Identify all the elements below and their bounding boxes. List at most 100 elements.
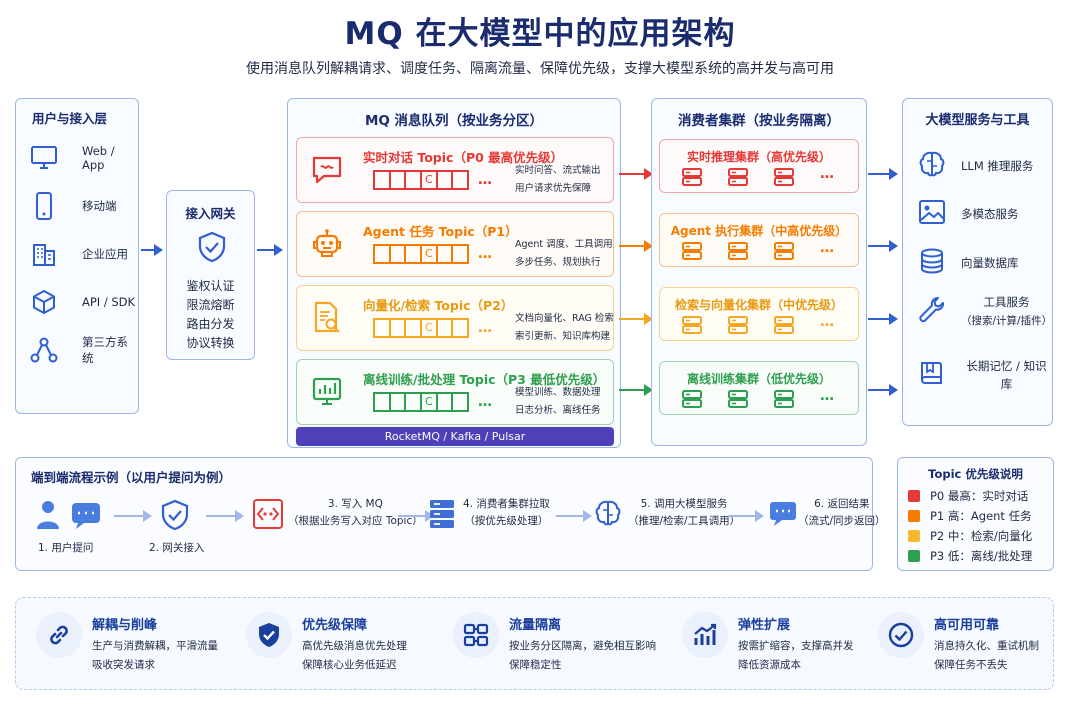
- user-item-label: 企业应用: [82, 247, 128, 261]
- queue-dots: …: [478, 172, 493, 188]
- page-title: MQ 在大模型中的应用架构: [344, 16, 736, 52]
- gateway-item: 路由分发: [186, 317, 235, 331]
- consumer-dots: …: [820, 240, 834, 256]
- feature-desc: 按需扩缩容，支撑高并发: [738, 640, 854, 652]
- growth-chart-icon: [682, 612, 728, 658]
- legend-swatch: [908, 530, 920, 542]
- flow-step-sub: （推理/检索/工具调用）: [628, 515, 741, 527]
- server-icon: [682, 316, 702, 334]
- service-label: 向量数据库: [961, 256, 1019, 270]
- brain-chip-icon: [917, 149, 947, 183]
- flow-step-label: 5. 调用大模型服务（推理/检索/工具调用）: [628, 496, 740, 530]
- consumer-name: 实时推理集群（高优先级）: [686, 150, 831, 164]
- queue-bar: C: [373, 244, 469, 264]
- consumer-dots: …: [820, 166, 834, 182]
- server-icon: [728, 168, 748, 186]
- user-item-label: Web / App: [82, 144, 115, 172]
- chat-icon: [309, 152, 345, 188]
- feature-desc: 降低资源成本: [738, 659, 801, 671]
- feature-desc: 高优先级消息优先处理: [302, 640, 407, 652]
- shield-check-icon: [160, 499, 190, 535]
- server-icon: [728, 390, 748, 408]
- user-item-api: API / SDK: [30, 285, 135, 319]
- chat-bubble-icon: [768, 500, 798, 532]
- service-sublabel: （搜索/计算/插件）: [961, 315, 1053, 327]
- flow-step-label: 6. 返回结果（流式/同步返回）: [798, 496, 886, 530]
- server-icon: [728, 242, 748, 260]
- arrow-topic-p3-to-consumer: [619, 384, 653, 396]
- users-panel-title: 用户与接入层: [32, 111, 108, 126]
- monitor-icon: [30, 144, 58, 172]
- server-icon: [682, 390, 702, 408]
- mq-panel: MQ 消息队列（按业务分区） 实时对话 Topic（P0 最高优先级） C … …: [287, 98, 621, 448]
- feature-priority: 优先级保障 高优先级消息优先处理 保障核心业务低延迟: [246, 612, 451, 692]
- flow-step-title: 3. 写入 MQ: [327, 498, 383, 510]
- user-item-web: Web / App: [30, 141, 138, 175]
- queue-dots: …: [478, 246, 493, 262]
- flow-step-label: 4. 消费者集群拉取（按优先级处理）: [463, 496, 550, 530]
- service-multimodal: 多模态服务: [917, 198, 1019, 230]
- topic-desc: 日志分析、离线任务: [515, 405, 601, 416]
- page-subtitle: 使用消息队列解耦请求、调度任务、隔离流量、保障优先级，支撑大模型系统的高并发与高…: [246, 61, 834, 77]
- flow-arrow: [728, 510, 764, 522]
- flow-title: 端到端流程示例（以用户提问为例）: [31, 470, 232, 485]
- legend-swatch: [908, 490, 920, 502]
- arrow-topic-p1-to-consumer: [619, 240, 653, 252]
- gateway-panel: 接入网关 鉴权认证 限流熔断 路由分发 协议转换: [166, 190, 255, 360]
- feature-desc: 按业务分区隔离，避免相互影响: [509, 640, 656, 652]
- mq-panel-title: MQ 消息队列（按业务分区）: [364, 113, 544, 129]
- service-vectordb: 向量数据库: [917, 247, 1019, 279]
- consumer-dots: …: [820, 314, 834, 330]
- legend-label: P3 低：离线/批处理: [930, 549, 1033, 563]
- flow-arrow: [556, 510, 592, 522]
- legend-title: Topic 优先级说明: [928, 467, 1023, 481]
- arrow-consumer-to-service: [868, 168, 898, 180]
- cube-icon: [30, 288, 58, 316]
- services-panel: 大模型服务与工具 LLM 推理服务 多模态服务 向量数据库 工具服务（搜索/计算…: [902, 98, 1053, 426]
- book-icon: [917, 359, 947, 391]
- feature-reliability: 高可用可靠 消息持久化、重试机制 保障任务不丢失: [878, 612, 1048, 692]
- users-panel: 用户与接入层 Web / App 移动端 企业应用 API / SDK 第三方系…: [15, 98, 139, 414]
- topic-desc: 文档向量化、RAG 检索: [515, 313, 614, 324]
- user-item-enterprise: 企业应用: [30, 237, 128, 271]
- queue-bar: C: [373, 392, 469, 412]
- priority-legend: Topic 优先级说明 P0 最高：实时对话 P1 高：Agent 任务 P2 …: [897, 457, 1054, 571]
- database-icon: [917, 247, 947, 279]
- service-llm: LLM 推理服务: [917, 149, 1033, 183]
- brain-chip-icon: [593, 498, 623, 532]
- topic-p3: 离线训练/批处理 Topic（P3 最低优先级） C … 模型训练、数据处理 日…: [296, 359, 614, 425]
- topic-p2: 向量化/检索 Topic（P2） C … 文档向量化、RAG 检索 索引更新、知…: [296, 285, 614, 351]
- flow-step-title: 4. 消费者集群拉取: [463, 498, 550, 510]
- legend-item-p2: P2 中：检索/向量化: [908, 528, 1032, 544]
- check-circle-icon: [878, 612, 924, 658]
- queue-dots: …: [478, 320, 493, 336]
- arrow-topic-p2-to-consumer: [619, 313, 653, 325]
- flow-step-label: 2. 网关接入: [149, 542, 205, 554]
- building-icon: [30, 240, 58, 268]
- legend-label: P2 中：检索/向量化: [930, 529, 1033, 543]
- legend-swatch: [908, 510, 920, 522]
- feature-desc: 吸收突发请求: [92, 659, 155, 671]
- user-item-mobile: 移动端: [30, 189, 117, 223]
- flow-arrow: [114, 510, 152, 522]
- arrow-users-to-gateway: [141, 244, 163, 256]
- server-icon: [682, 242, 702, 260]
- shield-check-icon: [197, 231, 227, 267]
- service-label: 长期记忆 / 知识库: [966, 359, 1047, 391]
- feature-desc: 生产与消费解耦，平滑流量: [92, 640, 218, 652]
- consumer-cluster-p3: 离线训练集群（低优先级） …: [659, 361, 859, 415]
- robot-icon: [309, 226, 345, 262]
- topic-name: Agent 任务 Topic（P1）: [363, 224, 518, 239]
- topic-p0: 实时对话 Topic（P0 最高优先级） C … 实时问答、流式输出 用户请求优…: [296, 137, 614, 203]
- arrow-topic-p0-to-consumer: [619, 168, 653, 180]
- feature-title: 流量隔离: [509, 618, 562, 633]
- topic-p1: Agent 任务 Topic（P1） C … Agent 调度、工具调用 多步任…: [296, 211, 614, 277]
- server-icon: [728, 316, 748, 334]
- consumers-panel: 消费者集群（按业务隔离） 实时推理集群（高优先级） … Agent 执行集群（中…: [651, 98, 867, 446]
- arrow-gateway-to-mq: [257, 244, 283, 256]
- service-memory: 长期记忆 / 知识库: [917, 357, 1052, 393]
- service-label: 多模态服务: [961, 207, 1019, 221]
- flow-step-label: 3. 写入 MQ（根据业务写入对应 Topic）: [288, 496, 423, 530]
- mq-brand-bar: RocketMQ / Kafka / Pulsar: [296, 427, 614, 446]
- queue-bar: C: [373, 318, 469, 338]
